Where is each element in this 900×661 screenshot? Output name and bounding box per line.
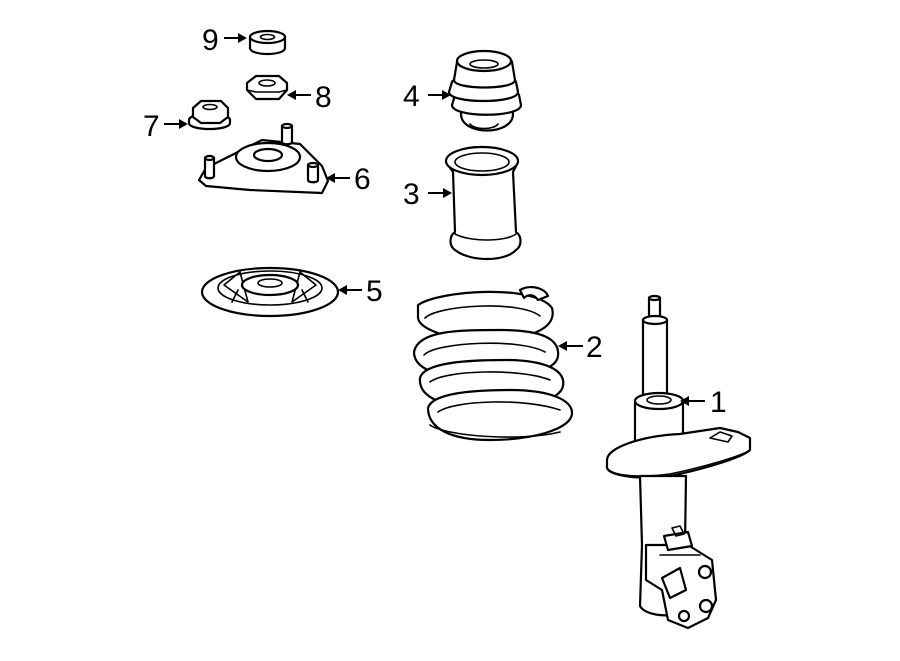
callout-6-label: 6 (354, 163, 371, 196)
callout-5: 5 (338, 275, 383, 308)
part-1-strut-assembly (605, 294, 752, 630)
callout-1: 1 (680, 386, 727, 419)
callout-2: 2 (558, 331, 603, 364)
callout-2-label: 2 (586, 331, 603, 364)
part-5-spring-seat (200, 266, 340, 318)
callout-4: 4 (403, 80, 451, 113)
part-6-strut-mount (197, 122, 330, 195)
callout-8: 8 (287, 81, 332, 114)
callout-7: 7 (143, 110, 188, 143)
part-8-nut (245, 74, 289, 101)
callout-3: 3 (403, 178, 452, 211)
callout-7-label: 7 (143, 110, 160, 143)
callout-9: 9 (202, 24, 247, 57)
part-2-coil-spring (412, 286, 574, 442)
callout-3-label: 3 (403, 178, 420, 211)
part-7-flange-nut (187, 99, 232, 131)
part-3-dust-boot (444, 145, 522, 260)
callout-9-label: 9 (202, 24, 219, 57)
part-9-bushing (248, 29, 287, 56)
callout-6: 6 (326, 163, 371, 196)
part-4-bump-stop (447, 49, 523, 132)
callout-4-label: 4 (403, 80, 420, 113)
callout-1-label: 1 (710, 386, 727, 419)
callout-5-label: 5 (366, 275, 383, 308)
callout-8-label: 8 (315, 81, 332, 114)
